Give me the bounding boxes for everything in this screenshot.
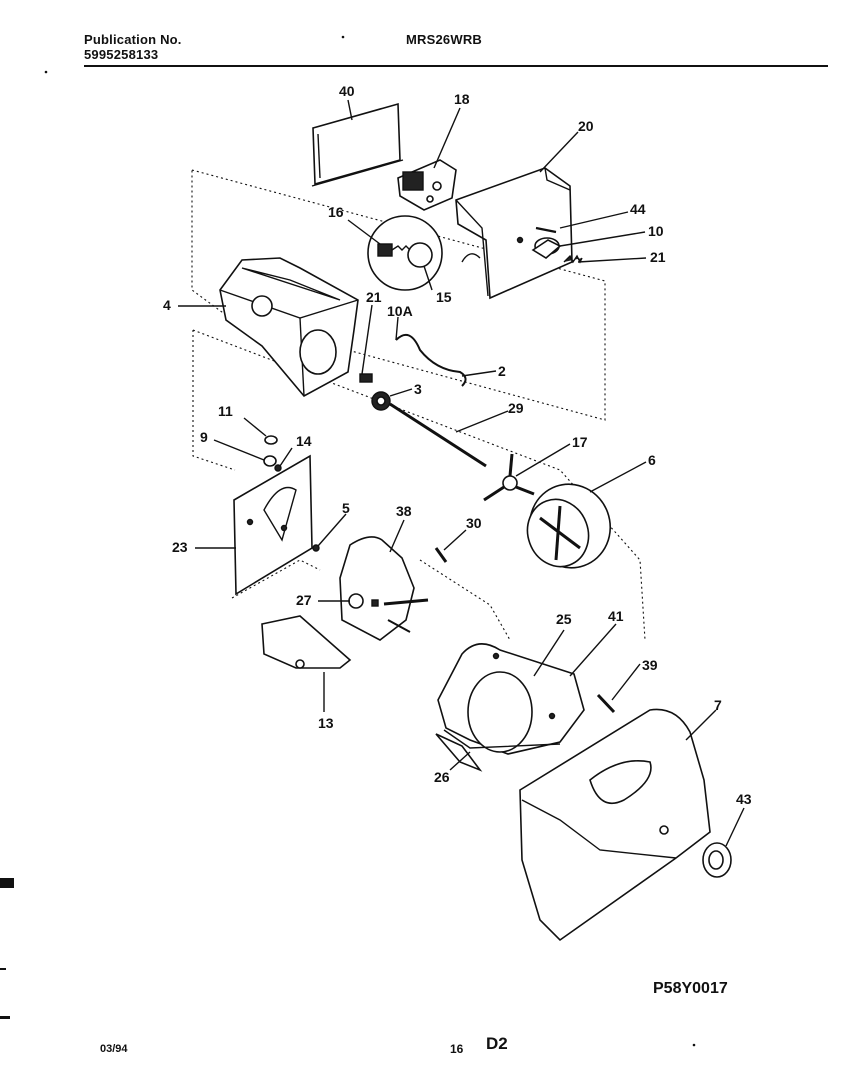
speck	[692, 1043, 696, 1047]
scan-edge-mark	[0, 1016, 10, 1019]
callout-43: 43	[736, 791, 752, 807]
callout-5: 5	[342, 500, 350, 516]
part-11-washer	[264, 435, 278, 445]
callout-14: 14	[296, 433, 312, 449]
scan-edge-mark	[0, 878, 14, 888]
callout-26: 26	[434, 769, 450, 785]
callout-10: 10	[648, 223, 664, 239]
callout-15: 15	[436, 289, 452, 305]
callout-4: 4	[163, 297, 171, 313]
leader-lines	[178, 99, 745, 847]
part-38-motor	[339, 536, 429, 641]
speck	[341, 35, 345, 39]
callout-27: 27	[296, 592, 312, 608]
part-4-housing	[219, 257, 359, 398]
callout-10a: 10A	[387, 303, 413, 319]
callout-21-top: 21	[650, 249, 666, 265]
publication-label: Publication No.	[84, 32, 182, 47]
callout-30: 30	[466, 515, 482, 531]
callout-20: 20	[578, 118, 594, 134]
part-16-15-detail	[367, 215, 443, 291]
part-39-screw	[596, 693, 616, 714]
callout-6: 6	[648, 452, 656, 468]
callout-2: 2	[498, 363, 506, 379]
callout-21-mid: 21	[366, 289, 382, 305]
callout-13: 13	[318, 715, 334, 731]
callout-29: 29	[508, 400, 524, 416]
part-2-wire	[395, 333, 467, 387]
callout-11: 11	[218, 403, 233, 419]
part-29-shaft	[389, 402, 487, 468]
part-13-lever	[261, 615, 352, 669]
footer-page: 16	[450, 1042, 464, 1056]
speck	[44, 70, 48, 74]
part-17-blade	[483, 453, 535, 502]
part-20-bracket	[455, 167, 573, 300]
diagram-code: P58Y0017	[653, 980, 728, 997]
dashed-lower-outline	[192, 330, 236, 471]
model-number: MRS26WRB	[406, 32, 482, 47]
footer-section: D2	[486, 1034, 508, 1053]
callout-25: 25	[556, 611, 572, 627]
callout-16: 16	[328, 204, 344, 220]
callout-17: 17	[572, 434, 588, 450]
part-44-screw	[535, 226, 557, 234]
part-43-button	[702, 842, 732, 878]
part-18-solenoid	[397, 159, 457, 211]
callout-23: 23	[172, 539, 188, 555]
publication-number: 5995258133	[84, 47, 159, 62]
part-6-wheel	[526, 483, 612, 569]
callout-41: 41	[608, 608, 624, 624]
part-30-screw	[434, 547, 448, 563]
callout-9: 9	[200, 429, 208, 445]
callout-3: 3	[414, 381, 422, 397]
dashed-guide	[231, 559, 321, 599]
part-25-motor-housing	[435, 643, 585, 772]
dashed-guide	[419, 559, 511, 641]
part-7-cover	[519, 708, 711, 942]
callout-44: 44	[630, 201, 646, 217]
part-14-clip	[274, 464, 282, 472]
part-23-plate	[233, 454, 313, 596]
part-5-screw	[312, 544, 320, 552]
footer-date: 03/94	[100, 1043, 128, 1055]
callout-40: 40	[339, 83, 355, 99]
part-10a-clip	[359, 373, 373, 383]
callout-39: 39	[642, 657, 658, 673]
scan-edge-mark	[0, 968, 6, 970]
part-9-washer	[263, 455, 277, 467]
callout-18: 18	[454, 91, 470, 107]
callout-38: 38	[396, 503, 412, 519]
part-40-flap	[311, 102, 404, 187]
callout-7: 7	[714, 697, 722, 713]
